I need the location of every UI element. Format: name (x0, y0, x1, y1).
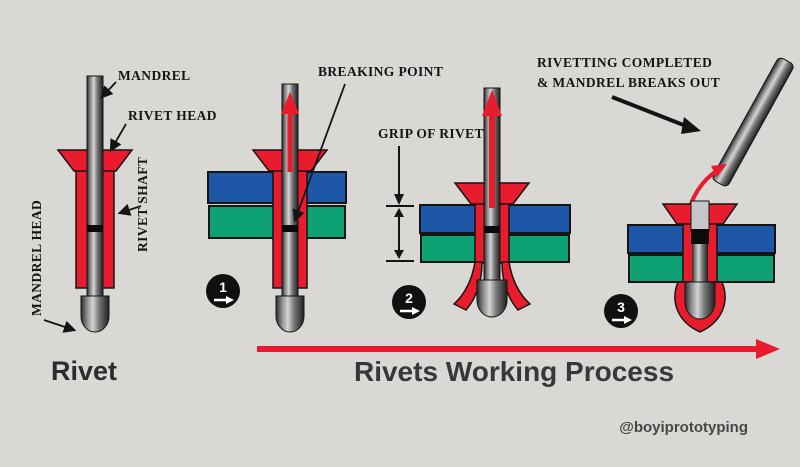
step-badge-3: 3 (604, 294, 638, 328)
step-number: 1 (219, 279, 227, 295)
mandrel-head-bulb (275, 295, 305, 333)
flaring-leg-right (501, 261, 532, 311)
pull-up-arrowhead (281, 92, 299, 114)
figure-step2-setting: GRIP OF RIVET 2 (378, 87, 571, 319)
mandrel-head-label: MANDREL HEAD (29, 200, 44, 316)
process-timeline-arrowhead (756, 339, 780, 359)
step-arrow-head (624, 316, 632, 324)
step-badge-1: 1 (206, 274, 240, 308)
mandrel-pointer-line (100, 81, 117, 99)
figure-step1-inserted: BREAKING POINT 1 (206, 64, 443, 333)
mandrel-head-bulb (80, 295, 110, 333)
watermark: @boyiprototyping (619, 419, 748, 436)
mandrel-head-bulb (476, 279, 508, 318)
mandrel-head-bulb (684, 281, 716, 320)
completed-pointer-arrowhead (681, 117, 701, 134)
step-badge-2: 2 (392, 285, 426, 319)
breakout-arrowhead (711, 164, 727, 177)
mandrel-remainder (692, 244, 708, 286)
rivet-head-pointer-line (109, 123, 127, 153)
mandrel-label: MANDREL (118, 68, 191, 83)
mandrel-stub (690, 200, 710, 232)
break-band (691, 229, 709, 244)
grip-of-rivet-label: GRIP OF RIVET (378, 126, 484, 141)
step-arrow-head (226, 296, 234, 304)
grip-span-arrowhead-up (394, 208, 404, 217)
diagram-title: Rivets Working Process (354, 356, 674, 387)
completed-label-line2: & MANDREL BREAKS OUT (537, 75, 720, 90)
grip-span-arrowhead-down (394, 250, 404, 259)
completed-pointer-line (611, 95, 687, 128)
rivet-shaft-pointer-line (117, 203, 142, 216)
breaking-point-notch (484, 226, 500, 233)
broken-mandrel-rod-group (712, 57, 794, 187)
step-number: 2 (405, 290, 413, 306)
flaring-leg-left (452, 261, 483, 311)
completed-label-line1: RIVETTING COMPLETED (537, 55, 712, 70)
step-number: 3 (617, 299, 625, 315)
footer: Rivets Working Process @boyiprototyping (257, 339, 780, 436)
figure-rivet-anatomy: MANDREL RIVET HEAD RIVET SHAFT MANDREL H… (29, 68, 217, 386)
step-arrow-head (412, 307, 420, 315)
mandrel-head-pointer-line (43, 319, 77, 333)
figure-step3-completed: RIVETTING COMPLETED & MANDREL BREAKS OUT… (537, 55, 794, 333)
rivet-shaft-label: RIVET SHAFT (135, 157, 150, 252)
breaking-point-pointer-line (292, 83, 346, 223)
breaking-point-notch (87, 225, 103, 232)
breaking-point-label: BREAKING POINT (318, 64, 443, 79)
broken-mandrel-rod (712, 57, 794, 187)
breaking-point-notch (282, 225, 298, 232)
mandrel-rod (86, 75, 104, 301)
rivet-head-label: RIVET HEAD (128, 108, 217, 123)
pull-up-arrowhead (482, 90, 502, 116)
grip-arrowhead-down (394, 194, 404, 205)
rivet-caption: Rivet (51, 356, 117, 386)
